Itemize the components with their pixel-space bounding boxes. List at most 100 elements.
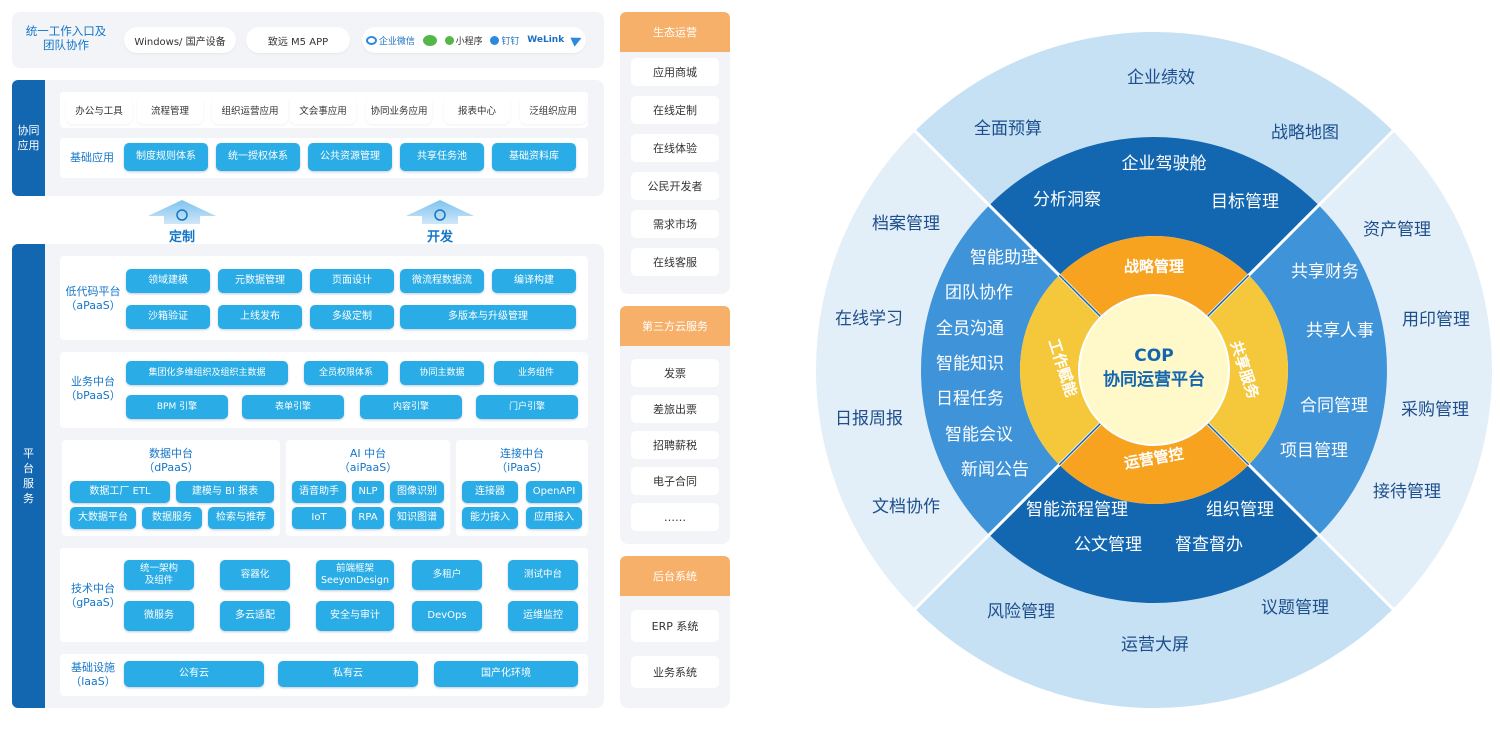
base-app-button[interactable]: 公共资源管理 <box>308 143 392 171</box>
iaas-button[interactable]: 国产化环境 <box>434 661 578 687</box>
collab-app-button[interactable]: 协同业务应用 <box>366 96 432 124</box>
apaas-button[interactable]: 上线发布 <box>218 305 302 329</box>
gpaas-button[interactable]: 测试中台 <box>508 560 578 590</box>
iaas-button[interactable]: 公有云 <box>124 661 264 687</box>
apaas-button[interactable]: 元数据管理 <box>218 269 302 293</box>
outer-ring-top <box>914 32 1394 206</box>
apaas-button[interactable]: 多版本与升级管理 <box>400 305 576 329</box>
bpaas-button[interactable]: 门户引擎 <box>476 395 578 419</box>
gpaas-button[interactable]: 多云适配 <box>220 601 290 631</box>
aipaas-button[interactable]: RPA <box>352 507 384 529</box>
backend-item[interactable]: 业务系统 <box>631 656 719 688</box>
apaas-title: 低代码平台 （aPaaS） <box>65 285 121 312</box>
aipaas-button[interactable]: NLP <box>352 481 384 503</box>
eco-item[interactable]: 在线客服 <box>631 248 719 276</box>
apaas-button[interactable]: 编译构建 <box>492 269 576 293</box>
outer-ring-label: 用印管理 <box>1402 310 1470 330</box>
collab-app-button[interactable]: 办公与工具 <box>66 96 132 124</box>
iaas-button[interactable]: 私有云 <box>278 661 418 687</box>
gpaas-button[interactable]: 多租户 <box>412 560 482 590</box>
bpaas-button[interactable]: 业务组件 <box>494 361 578 385</box>
middle-ring-label: 团队协作 <box>945 283 1013 303</box>
outer-ring-label: 档案管理 <box>872 214 940 234</box>
inner-separator <box>1206 422 1250 466</box>
dpaas-button[interactable]: 建模与 BI 报表 <box>176 481 274 503</box>
ipaas-button[interactable]: 连接器 <box>462 481 518 503</box>
outer-ring-label: 议题管理 <box>1261 598 1329 618</box>
wechat-icon[interactable] <box>422 34 437 46</box>
bpaas-button[interactable]: 表单引擎 <box>242 395 344 419</box>
middle-ring-label: 公文管理 <box>1074 535 1142 555</box>
apaas-button[interactable]: 沙箱验证 <box>126 305 210 329</box>
aipaas-button[interactable]: 语音助手 <box>292 481 346 503</box>
middle-ring-bottom <box>989 464 1319 603</box>
center-circle <box>1078 294 1230 446</box>
middle-ring-top <box>989 137 1319 276</box>
eco-item[interactable]: 公民开发者 <box>631 172 719 200</box>
ipaas-button[interactable]: OpenAPI <box>526 481 582 503</box>
eco-item[interactable]: 在线定制 <box>631 96 719 124</box>
inner-separator <box>1058 422 1102 466</box>
eco-item[interactable]: 应用商城 <box>631 58 719 86</box>
outer-ring-label: 接待管理 <box>1373 482 1441 502</box>
collab-app-button[interactable]: 报表中心 <box>444 96 510 124</box>
bpaas-button[interactable]: 全员权限体系 <box>304 361 388 385</box>
aipaas-button[interactable]: 知识图谱 <box>390 507 444 529</box>
apaas-button[interactable]: 领域建模 <box>126 269 210 293</box>
mini-app[interactable]: 小程序 <box>444 34 483 47</box>
base-app-button[interactable]: 基础资料库 <box>492 143 576 171</box>
cloud-item[interactable]: 差旅出票 <box>631 395 719 423</box>
middle-ring-label: 督查督办 <box>1175 535 1243 555</box>
bpaas-button[interactable]: 集团化多维组织及组织主数据 <box>126 361 288 385</box>
dingtalk-app[interactable]: 钉钉 <box>490 34 519 47</box>
arrow-develop <box>406 200 474 224</box>
base-app-label: 基础应用 <box>70 151 114 164</box>
gpaas-button[interactable]: 统一架构 及组件 <box>124 560 194 590</box>
cloud-item[interactable]: 招聘薪税 <box>631 431 719 459</box>
base-app-button[interactable]: 统一授权体系 <box>216 143 300 171</box>
gpaas-button[interactable]: 运维监控 <box>508 601 578 631</box>
eco-item[interactable]: 在线体验 <box>631 134 719 162</box>
bpaas-button[interactable]: 协同主数据 <box>400 361 484 385</box>
base-app-button[interactable]: 制度规则体系 <box>124 143 208 171</box>
cloud-item[interactable]: 电子合同 <box>631 467 719 495</box>
collab-app-button[interactable]: 文会事应用 <box>290 96 356 124</box>
dpaas-button[interactable]: 检索与推荐 <box>208 507 274 529</box>
gpaas-button[interactable]: 微服务 <box>124 601 194 631</box>
apaas-button[interactable]: 多级定制 <box>310 305 394 329</box>
cloud-item[interactable]: 发票 <box>631 359 719 387</box>
ipaas-button[interactable]: 能力接入 <box>462 507 518 529</box>
backend-item[interactable]: ERP 系统 <box>631 610 719 642</box>
gpaas-button[interactable]: DevOps <box>412 601 482 631</box>
welink-label[interactable]: WeLink <box>527 35 565 45</box>
base-app-button[interactable]: 共享任务池 <box>400 143 484 171</box>
collab-app-button[interactable]: 流程管理 <box>137 96 203 124</box>
dpaas-button[interactable]: 数据服务 <box>142 507 202 529</box>
middle-ring-label: 智能助理 <box>970 248 1038 268</box>
wecom-app[interactable]: 企业微信 <box>365 34 415 47</box>
gpaas-button[interactable]: 容器化 <box>220 560 290 590</box>
bpaas-button[interactable]: BPM 引擎 <box>126 395 228 419</box>
bpaas-button[interactable]: 内容引擎 <box>360 395 462 419</box>
aipaas-button[interactable]: IoT <box>292 507 346 529</box>
dpaas-button[interactable]: 数据工厂 ETL <box>70 481 170 503</box>
aipaas-button[interactable]: 图像识别 <box>390 481 444 503</box>
ipaas-button[interactable]: 应用接入 <box>526 507 582 529</box>
gpaas-button[interactable]: 前端框架 SeeyonDesign <box>316 560 394 590</box>
apps-group[interactable]: 企业微信 小程序 钉钉 WeLink <box>362 27 586 53</box>
windows-button[interactable]: Windows/ 国产设备 <box>124 27 236 53</box>
eco-item[interactable]: 需求市场 <box>631 210 719 238</box>
dingtalk-icon <box>490 35 500 45</box>
apaas-button[interactable]: 微流程数据流 <box>400 269 484 293</box>
collab-app-button[interactable]: 组织运营应用 <box>212 96 288 124</box>
dpaas-button[interactable]: 大数据平台 <box>70 507 136 529</box>
gpaas-button[interactable]: 安全与审计 <box>316 601 394 631</box>
apaas-button[interactable]: 页面设计 <box>310 269 394 293</box>
collab-side-label: 协同 应用 <box>12 80 45 196</box>
cloud-item[interactable]: …… <box>631 503 719 531</box>
outer-ring-right <box>1318 130 1492 610</box>
send-icon[interactable] <box>570 33 584 47</box>
middle-ring-label: 新闻公告 <box>961 460 1029 480</box>
m5-app-button[interactable]: 致远 M5 APP <box>246 27 350 53</box>
collab-app-button[interactable]: 泛组织应用 <box>520 96 586 124</box>
